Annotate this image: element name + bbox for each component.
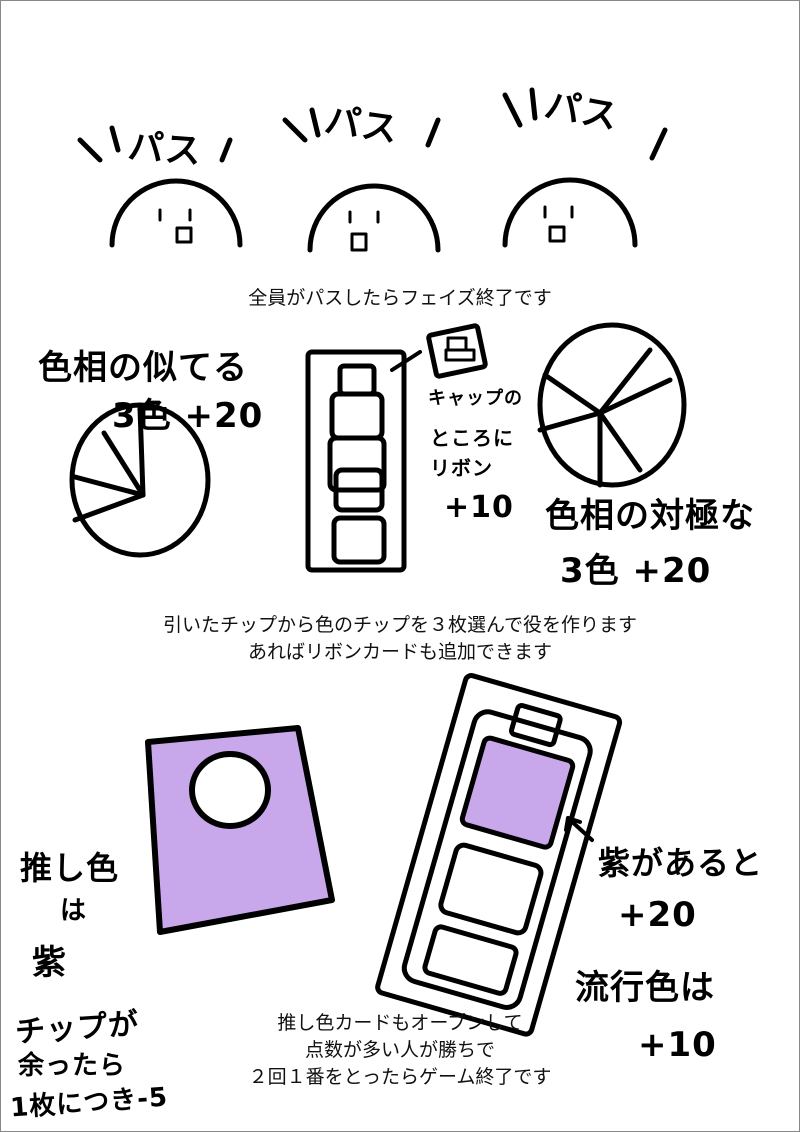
oshi-label-3: 紫 <box>32 943 67 983</box>
caption-result-3: ２回１番をとったらゲーム終了です <box>248 1066 552 1088</box>
ribbon-label-1: キャップの <box>428 388 523 409</box>
leftover-label-2: 余ったら <box>18 1051 127 1081</box>
pass-shout-1: パス <box>126 126 204 173</box>
complementary-color-wheel <box>537 322 687 488</box>
trend-label: 流行色は <box>575 968 715 1008</box>
analogous-color-wheel <box>69 402 211 558</box>
caption-phase-end: 全員がパスしたらフェイズ終了です <box>248 287 552 309</box>
ribbon-card-icon <box>426 323 488 379</box>
purple-bonus-score: +20 <box>618 895 697 935</box>
ribbon-label-2: ところに <box>430 426 514 450</box>
oshi-label-2: は <box>60 896 88 926</box>
complementary-score: 3色 +20 <box>560 551 712 591</box>
pass-shout-2: パス <box>322 100 402 151</box>
caption-make-hand-1: 引いたチップから色のチップを３枚選んで役を作ります <box>162 614 638 636</box>
oshi-label-1: 推し色 <box>20 849 120 887</box>
face-3 <box>502 87 668 248</box>
bottle-tray <box>305 349 422 573</box>
face-2 <box>282 107 441 253</box>
complementary-label: 色相の対極な <box>545 496 755 536</box>
analogous-label: 色相の似てる <box>38 348 248 388</box>
face-1 <box>77 125 243 248</box>
caption-make-hand-2: あればリボンカードも追加できます <box>247 641 552 663</box>
ribbon-label-3: リボン <box>430 456 493 480</box>
ribbon-score: +10 <box>444 490 514 525</box>
purple-bonus-label: 紫があると <box>598 844 764 882</box>
caption-result-2: 点数が多い人が勝ちで <box>304 1039 495 1061</box>
purple-bottle-tray <box>375 673 623 1037</box>
trend-score: +10 <box>638 1025 717 1065</box>
caption-result-1: 推し色カードもオープンして <box>277 1012 523 1034</box>
oshi-color-card <box>145 725 335 935</box>
analogous-score: 3色 +20 <box>112 396 264 436</box>
